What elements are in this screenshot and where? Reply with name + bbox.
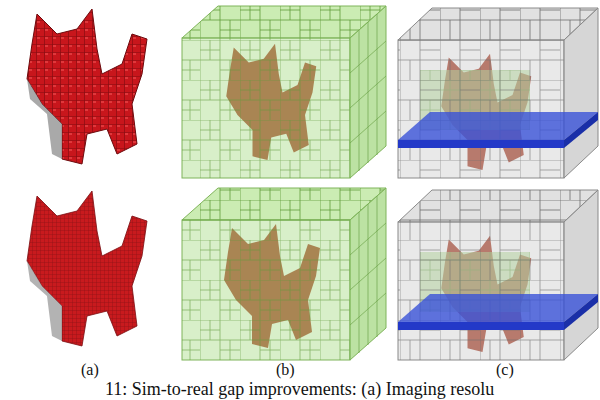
- panel-label: (c): [496, 361, 514, 379]
- panel-label: (a): [81, 361, 99, 379]
- panel-label: (b): [276, 361, 295, 379]
- figure-caption: 11: Sim-to-real gap improvements: (a) Im…: [105, 380, 494, 399]
